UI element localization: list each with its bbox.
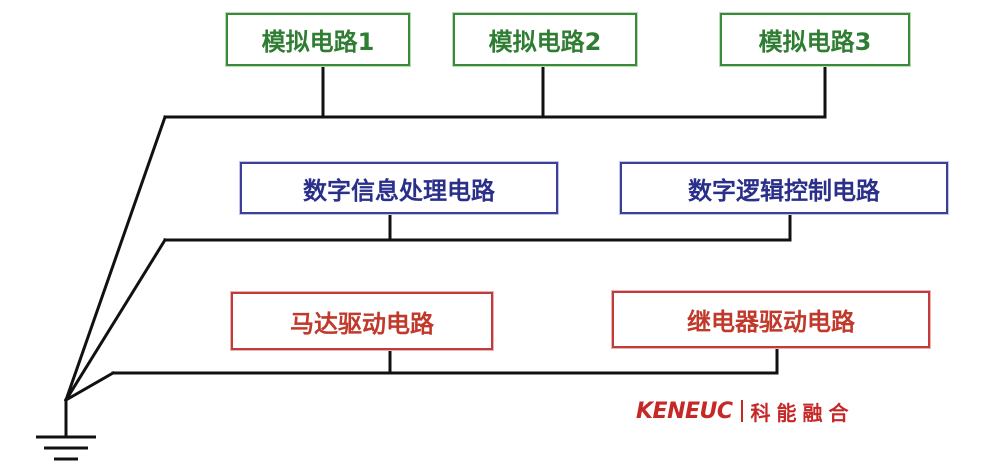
digital-processing-circuit-label: 数字信息处理电路 [303, 176, 495, 205]
analog-circuit-1-box: 模拟电路1 [226, 13, 410, 66]
drive-ground-return [63, 370, 116, 403]
keneuc-logo: KENEUC 科能融合 [636, 395, 855, 427]
relay-drive-circuit-box: 继电器驱动电路 [612, 291, 930, 348]
logo-chinese-name: 科能融合 [750, 400, 855, 425]
analog-ground-return [64, 115, 167, 402]
digital-logic-control-circuit-label: 数字逻辑控制电路 [688, 176, 880, 205]
analog-circuit-3-label: 模拟电路3 [758, 28, 872, 56]
digital-processing-circuit-box: 数字信息处理电路 [240, 162, 558, 214]
motor-drive-circuit-label: 马达驱动电路 [290, 309, 434, 338]
ground-symbol [36, 435, 96, 461]
digital-ground-return [63, 237, 168, 403]
analog-circuit-2-label: 模拟电路2 [488, 28, 602, 56]
analog-circuit-2-box: 模拟电路2 [453, 13, 637, 66]
motor-drive-circuit-box: 马达驱动电路 [231, 292, 493, 350]
analog-circuit-3-box: 模拟电路3 [720, 13, 910, 66]
analog-circuit-1-label: 模拟电路1 [261, 28, 375, 56]
digital-logic-control-circuit-box: 数字逻辑控制电路 [620, 162, 948, 214]
relay-drive-circuit-label: 继电器驱动电路 [687, 308, 855, 336]
logo-divider [740, 400, 743, 422]
logo-wordmark: KENEUC [636, 398, 733, 424]
